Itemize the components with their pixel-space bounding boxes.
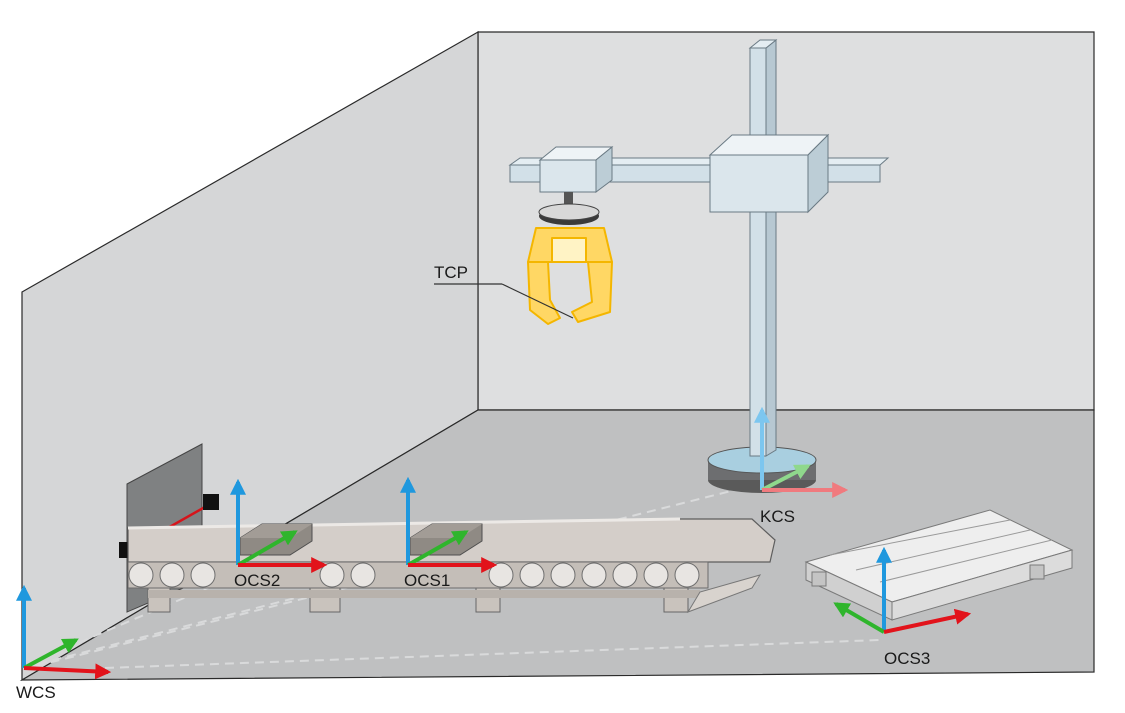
ocs1-label: OCS1 [404,571,450,590]
ocs3-x-axis [883,608,972,634]
robot-column-side [765,38,777,457]
ocs3-label: OCS3 [884,649,930,668]
robot-slide-side [807,133,829,214]
tool-flange-top [538,203,600,221]
ocs3-y-axis [833,602,886,634]
tool-shaft [564,192,573,208]
ocs1-y-axis [407,530,469,567]
conveyor-leg-1 [147,584,171,613]
ocs2-y-axis [236,530,298,567]
ocs1-frame [400,476,498,573]
ocs2-frame [230,478,328,573]
pallet-foot-2 [1029,564,1045,580]
barrier-receiver [203,494,219,510]
gripper [527,227,613,325]
robot-column-top [748,39,778,49]
tool-carriage-front [539,159,597,193]
gripper-slot [551,237,587,263]
kcs-label: KCS [760,507,795,526]
gripper-finger-right [571,261,613,323]
link-wcs-ocs3 [104,639,881,669]
kcs-frame [754,406,849,498]
tcp-leader [501,283,574,319]
conveyor-leg-2 [309,584,341,613]
wcs-y-axis [23,638,79,670]
kcs-y-axis [761,464,811,492]
wcs-label: WCS [16,683,56,702]
wcs-frame [16,584,112,680]
robot-slide-front [709,154,809,213]
pallet-foot-1 [811,571,827,587]
ocs3-frame [833,546,972,634]
tool-carriage-side [595,145,613,193]
conveyor-belt-edge [127,517,681,530]
wcs-x-axis [23,663,112,680]
conveyor-leg-4 [663,584,689,613]
ocs2-label: OCS2 [234,571,280,590]
conveyor-rail [148,590,700,598]
rollers [128,562,700,588]
tcp-label: TCP [434,263,468,282]
conveyor-leg-3 [475,584,501,613]
tcp-callout: TCP [434,263,574,319]
gantry-robot [508,38,890,493]
pallet [804,509,1074,621]
conveyor-side [686,574,762,613]
pallet-side [891,549,1073,621]
robot-column-front [749,47,767,457]
